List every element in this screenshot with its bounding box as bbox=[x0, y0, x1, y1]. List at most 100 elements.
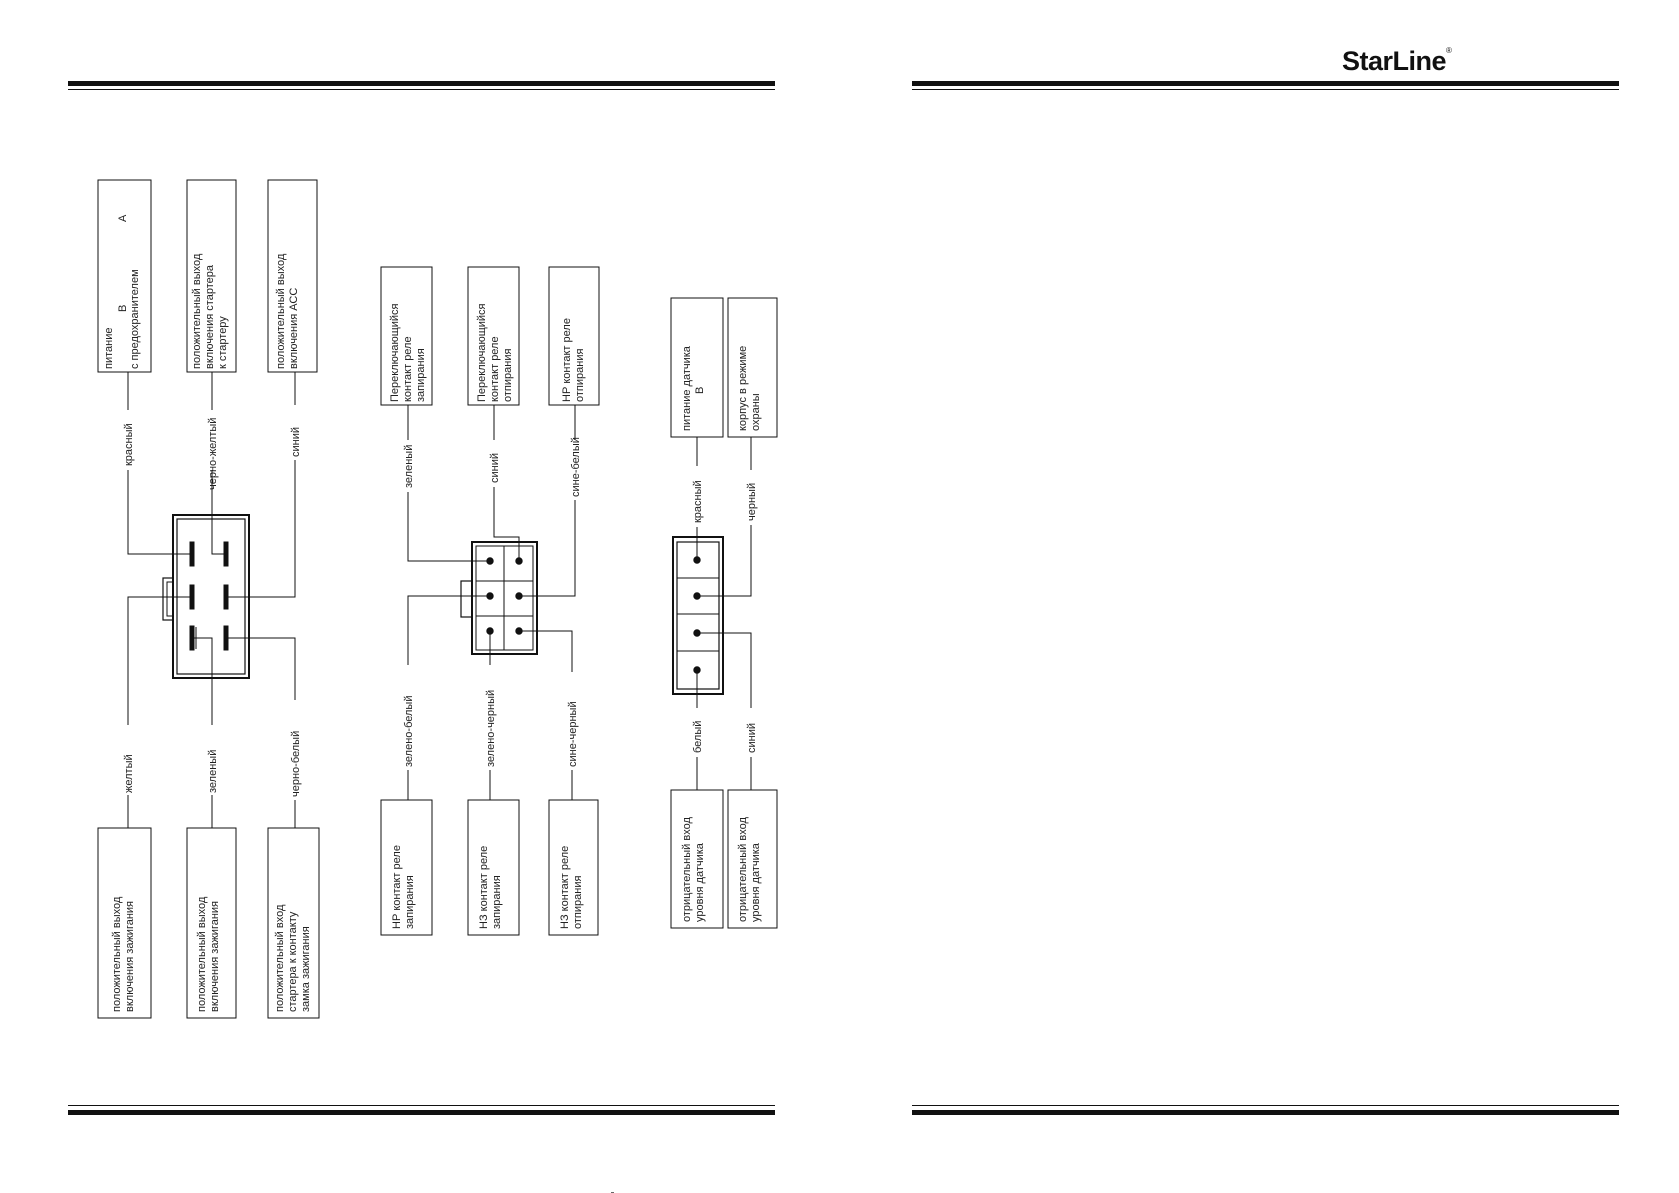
c2-box-bottom-3-line2: отпирания bbox=[572, 876, 584, 929]
c3-box-top bbox=[727, 297, 778, 438]
c1-box-bottom bbox=[186, 827, 237, 1019]
c3-wire-label-top-2: черный bbox=[746, 483, 758, 521]
c1-wire-black-yellow bbox=[211, 470, 226, 555]
c2-box-top bbox=[467, 266, 520, 406]
c3-wire-label-top-1: красный bbox=[692, 480, 704, 523]
c3-wire-label-bottom-2: синий bbox=[746, 723, 758, 753]
c2-box-bottom-3-line1: НЗ контакт реле bbox=[559, 846, 571, 929]
c1-wire-label-top-3: синий bbox=[290, 427, 302, 457]
c1-wire-yellow bbox=[127, 596, 192, 725]
c2-wire-blue-black bbox=[519, 630, 573, 672]
c1-box-top-1-extra: В bbox=[117, 305, 129, 312]
c1-wire-label-top-1: красный bbox=[123, 423, 135, 466]
c3-wire-label-bottom-1: белый bbox=[692, 721, 704, 753]
c1-box-bottom-3-line3: замка зажигания bbox=[300, 926, 312, 1012]
footer-rule-left-thin bbox=[68, 1105, 775, 1106]
c1-wire-black-white bbox=[226, 637, 296, 700]
c1-wire-label-top-2: черно-желтый bbox=[207, 418, 219, 490]
c3-box-bottom-1-line1: отрицательный вход bbox=[681, 817, 693, 922]
c2-box-top bbox=[548, 266, 600, 406]
connector-1-key-inner bbox=[166, 581, 174, 617]
c2-box-bottom-2-line1: НЗ контакт реле bbox=[478, 846, 490, 929]
c3-box-top-2-line2: охраны bbox=[750, 393, 762, 431]
connector-1-key bbox=[162, 577, 174, 621]
footer-rule-left bbox=[68, 1110, 775, 1115]
c2-box-bottom bbox=[548, 799, 599, 936]
c2-wire-label-top-3: сине-белый bbox=[570, 437, 582, 497]
c2-wire-green-white bbox=[407, 595, 490, 665]
c1-box-top-1-extra2: А bbox=[117, 214, 129, 222]
c1-box-top-2-line2: включения стартера bbox=[204, 264, 216, 369]
c3-box-top-2-line1: корпус в режиме bbox=[737, 346, 749, 431]
c3-box-top-1-line1: питание датчика bbox=[681, 345, 693, 431]
c3-wire-blue bbox=[697, 632, 752, 708]
connector-2-key bbox=[460, 580, 473, 618]
c1-box-bottom-1-line2: включения зажигания bbox=[124, 901, 136, 1012]
header-rule-right bbox=[912, 81, 1619, 86]
c2-wire-label-bottom-2: зелено-черный bbox=[485, 690, 497, 767]
connector-1 bbox=[97, 179, 320, 1019]
c1-box-bottom-3-line2: стартера к контакту bbox=[287, 911, 299, 1012]
c1-box-top bbox=[97, 179, 152, 373]
c2-box-top-3-line1: НР контакт реле bbox=[561, 318, 573, 402]
c3-box-bottom-1-line2: уровня датчика bbox=[694, 842, 706, 922]
c2-box-top-2-line3: отпирания bbox=[502, 349, 514, 402]
header-rule-left-thin bbox=[68, 89, 775, 90]
c2-wire-blue-white bbox=[519, 500, 576, 597]
c1-wire-label-bottom-1: желтый bbox=[123, 754, 135, 793]
footer-rule-right-thin bbox=[912, 1105, 1619, 1106]
c1-wire-blue bbox=[226, 460, 296, 598]
c1-box-bottom-2-line1: положительный выход bbox=[196, 896, 208, 1012]
c3-box-bottom bbox=[727, 789, 778, 929]
c2-box-top-1-line1: Переключающийся bbox=[389, 303, 401, 402]
c1-box-top-2-line1: положительный выход bbox=[191, 253, 203, 369]
c2-wire-label-bottom-1: зелено-белый bbox=[403, 696, 415, 767]
c1-wire-red bbox=[127, 470, 192, 555]
c2-wire-label-top-1: зеленый bbox=[403, 445, 415, 488]
c1-box-bottom-3-line1: положительный вход bbox=[274, 904, 286, 1012]
c1-box-bottom-2-line2: включения зажигания bbox=[209, 901, 221, 1012]
c2-box-bottom-1-line1: НР контакт реле bbox=[391, 845, 403, 929]
c1-box-bottom bbox=[267, 827, 320, 1019]
starline-logo: StarLine® bbox=[1342, 46, 1452, 76]
c3-box-bottom-2-line2: уровня датчика bbox=[750, 842, 762, 922]
c3-box-top-1-line2: В bbox=[694, 387, 706, 394]
c1-wire-label-bottom-2: зеленый bbox=[207, 750, 219, 793]
c2-box-top bbox=[380, 266, 433, 406]
c1-box-top-2-line3: к стартеру bbox=[217, 316, 229, 369]
c3-box-bottom bbox=[670, 789, 724, 929]
connector-3-inner bbox=[676, 541, 720, 690]
c3-box-top bbox=[670, 297, 724, 438]
c1-wire-green bbox=[192, 637, 213, 725]
c2-box-top-2-line2: контакт реле bbox=[489, 336, 501, 402]
c1-box-top-3-line2: включения АСС bbox=[288, 288, 300, 369]
c3-wire-black bbox=[697, 525, 752, 597]
c2-box-bottom-1-line2: запирания bbox=[404, 875, 416, 929]
connector-3 bbox=[670, 297, 778, 929]
c1-box-top bbox=[186, 179, 237, 373]
c2-wire-label-top-2: синий bbox=[489, 453, 501, 483]
c1-box-bottom bbox=[97, 827, 152, 1019]
connector-3-body bbox=[672, 536, 724, 695]
footer-rule-right bbox=[912, 1110, 1619, 1115]
c2-box-top-3-line2: отпирания bbox=[574, 349, 586, 402]
c2-wire-label-bottom-3: сине-черный bbox=[567, 701, 579, 767]
c2-wire-green bbox=[407, 492, 490, 562]
c2-box-bottom bbox=[380, 799, 433, 936]
c2-box-bottom bbox=[467, 799, 520, 936]
c1-box-top-3-line1: положительный выход bbox=[275, 253, 287, 369]
c2-box-top-2-line1: Переключающийся bbox=[476, 303, 488, 402]
header-rule-right-thin bbox=[912, 89, 1619, 90]
connector-2 bbox=[380, 266, 600, 936]
c1-box-bottom-1-line1: положительный выход bbox=[111, 896, 123, 1012]
c2-box-top-1-line2: контакт реле bbox=[402, 336, 414, 402]
c1-box-top bbox=[267, 179, 318, 373]
c1-box-top-1-line1: питание bbox=[103, 328, 115, 369]
c2-box-bottom-2-line2: запирания bbox=[491, 875, 503, 929]
c2-wire-blue bbox=[493, 487, 520, 561]
c3-box-bottom-2-line1: отрицательный вход bbox=[737, 817, 749, 922]
c1-box-top-1-line2: с предохранителем bbox=[129, 269, 141, 369]
c2-box-top-1-line3: запирания bbox=[415, 348, 427, 402]
header-rule-left bbox=[68, 81, 775, 86]
